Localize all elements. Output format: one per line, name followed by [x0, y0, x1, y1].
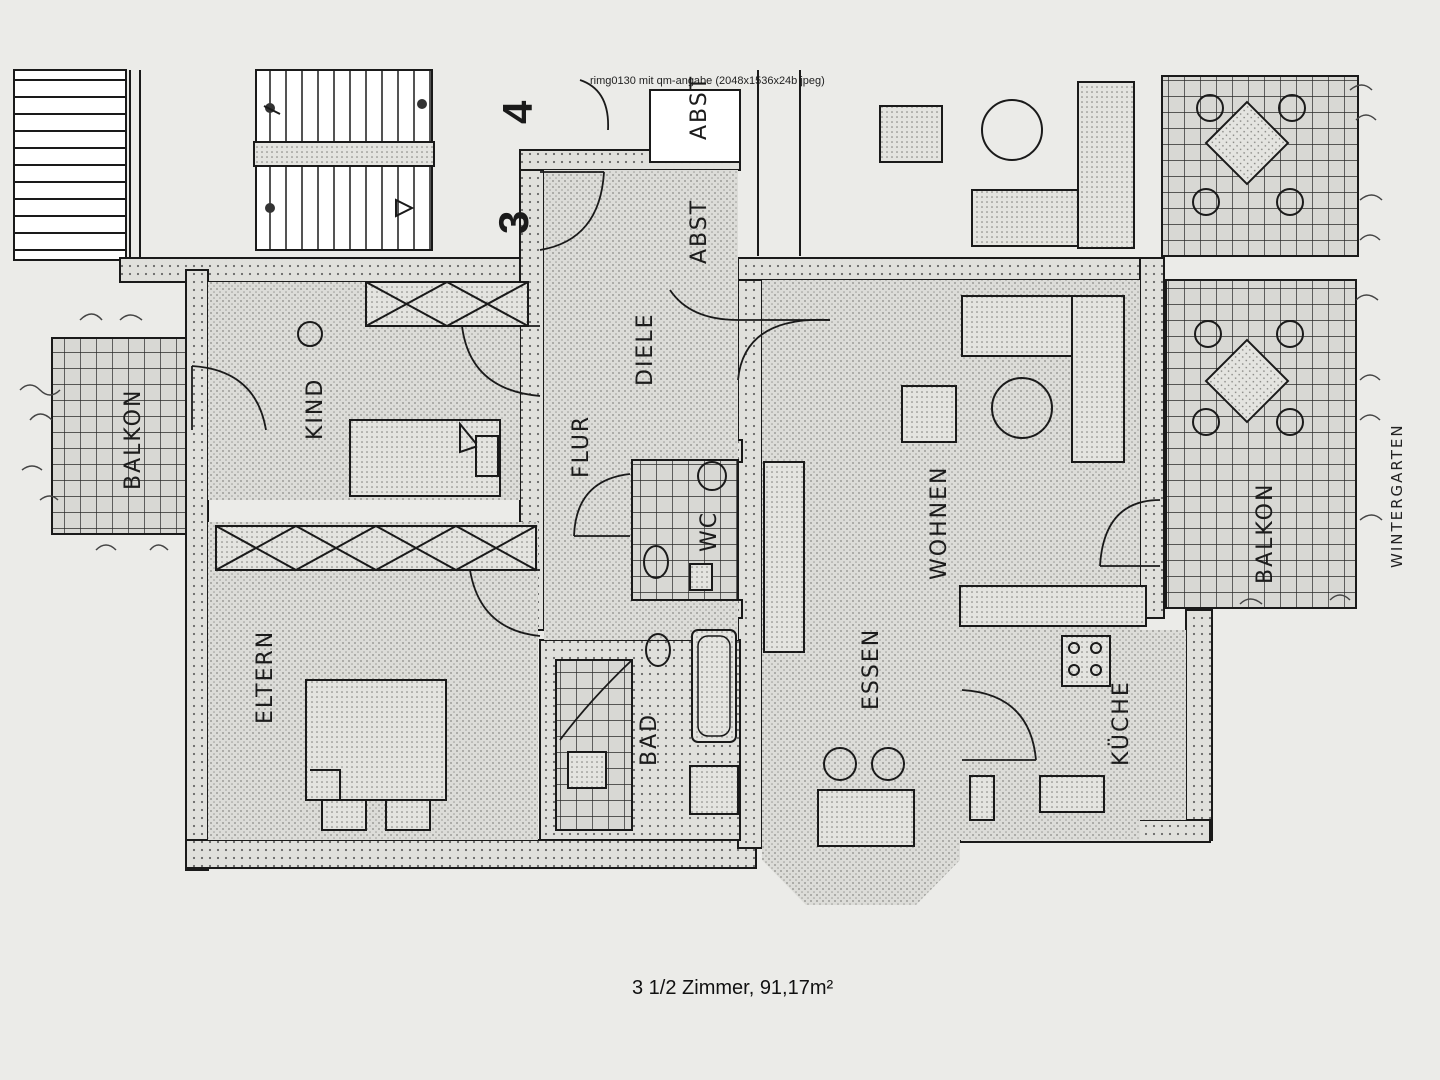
exterior-stairs-left [13, 69, 141, 262]
image-note: rimg0130 mit qm-angabe (2048x1536x24b jp… [590, 75, 825, 87]
room-label-essen: ESSEN [859, 628, 884, 710]
stairwell [253, 69, 435, 251]
room-label-diele: DIELE [633, 313, 658, 387]
room-label-wohnen: WOHNEN [927, 466, 952, 580]
room-label-kind: KIND [303, 378, 328, 440]
doors [191, 79, 1161, 761]
room-label-balkon-right: BALKON [1253, 483, 1278, 584]
room-label-wc: WC [697, 511, 722, 552]
plants [19, 84, 1383, 605]
stair-number-upper: 4 [494, 100, 541, 124]
room-label-kueche: KÜCHE [1108, 680, 1134, 766]
room-label-abst-top: ABST [687, 75, 712, 140]
furniture [297, 70, 1306, 847]
wardrobes [215, 281, 537, 571]
room-label-balkon-left: BALKON [121, 389, 146, 490]
room-label-abst: ABST [687, 199, 712, 264]
room-label-bad: BAD [637, 713, 662, 766]
room-label-eltern: ELTERN [253, 630, 278, 724]
label-wintergarten: WINTERGARTEN [1388, 423, 1406, 568]
room-label-flur: FLUR [569, 415, 594, 478]
plan-caption: 3 1/2 Zimmer, 91,17m² [632, 977, 834, 999]
stair-number-lower: 3 [490, 211, 537, 234]
